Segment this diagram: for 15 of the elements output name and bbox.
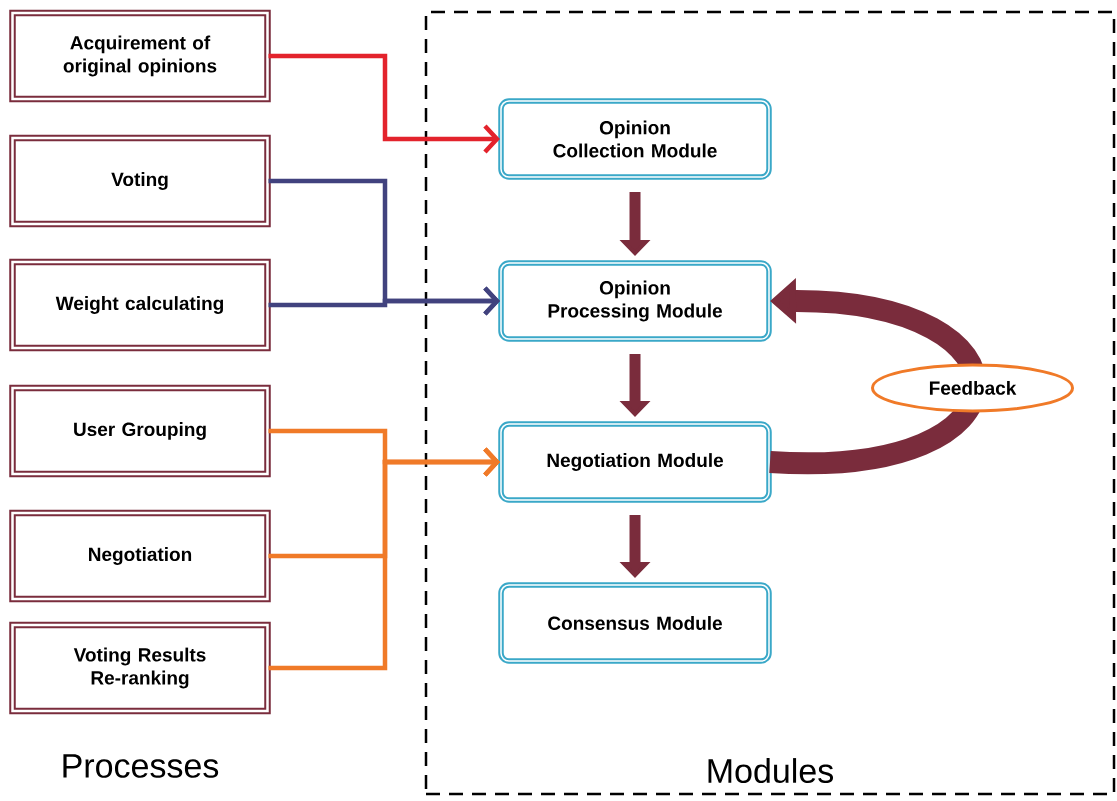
process-box: Voting — [9, 134, 271, 228]
process-box: User Grouping — [9, 384, 271, 478]
process-box: Negotiation — [9, 509, 271, 603]
arrow — [268, 286, 500, 316]
module-box: Negotiation Module — [498, 421, 772, 503]
arrow — [268, 447, 500, 671]
section-label: Processes — [63, 754, 219, 778]
edge-label: Feedback — [871, 363, 1074, 413]
module-box: Consensus Module — [498, 582, 772, 664]
arrow — [268, 53, 500, 154]
module-box: Opinion Collection Module — [498, 98, 772, 180]
process-box: Voting Results Re-ranking — [9, 621, 271, 715]
process-box: Weight calculating — [9, 258, 271, 352]
module-box: Opinion Processing Module — [498, 260, 772, 342]
process-box: Acquirement of original opinions — [9, 9, 271, 103]
